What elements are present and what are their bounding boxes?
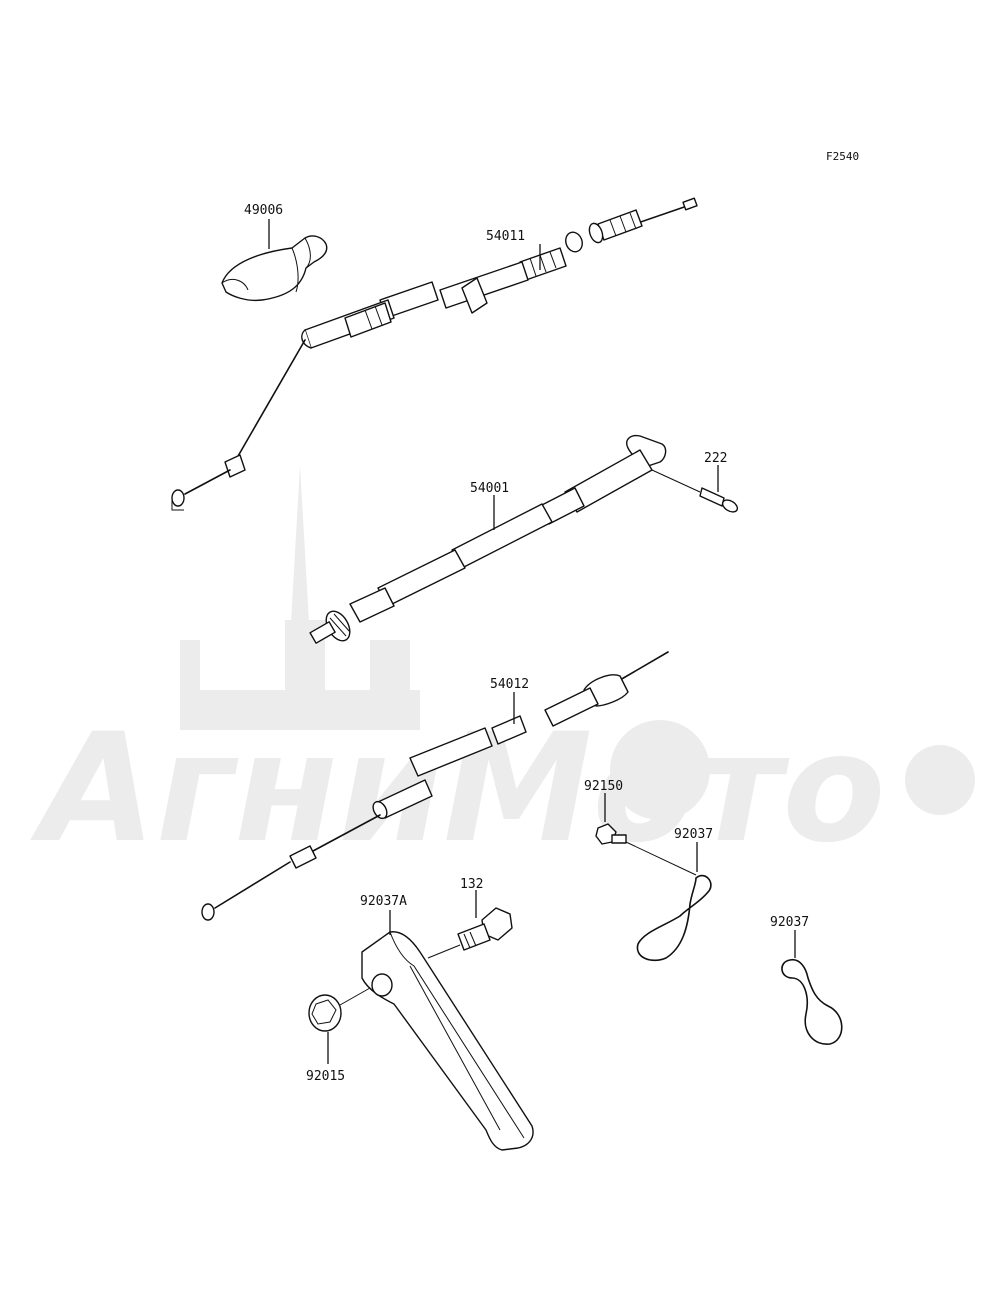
label-92037-b: 92037	[770, 915, 809, 930]
label-54012: 54012	[490, 677, 529, 692]
label-132: 132	[460, 877, 483, 892]
part-49006-shape	[221, 235, 328, 302]
label-222: 222	[704, 451, 727, 466]
label-49006: 49006	[244, 203, 283, 218]
label-92150: 92150	[584, 779, 623, 794]
label-92037A: 92037A	[360, 894, 407, 909]
part-92150-shape	[595, 823, 627, 845]
part-222-shape	[651, 469, 739, 513]
label-54001: 54001	[470, 481, 509, 496]
part-132-shape	[427, 907, 513, 959]
watermark-text: АгниМото	[30, 702, 886, 876]
part-54011-shape	[171, 197, 698, 511]
label-54011: 54011	[486, 229, 525, 244]
part-92037-clip-upper	[625, 841, 712, 962]
part-92037A-shape	[361, 931, 534, 1151]
figure-id: F2540	[826, 150, 859, 163]
part-54012-shape	[201, 651, 669, 921]
part-54001-shape	[309, 434, 667, 644]
watermark: АгниМото	[30, 465, 975, 876]
label-92015: 92015	[306, 1069, 345, 1084]
label-92037-a: 92037	[674, 827, 713, 842]
part-92037-clip-lower	[781, 958, 843, 1045]
part-92015-shape	[308, 987, 371, 1032]
